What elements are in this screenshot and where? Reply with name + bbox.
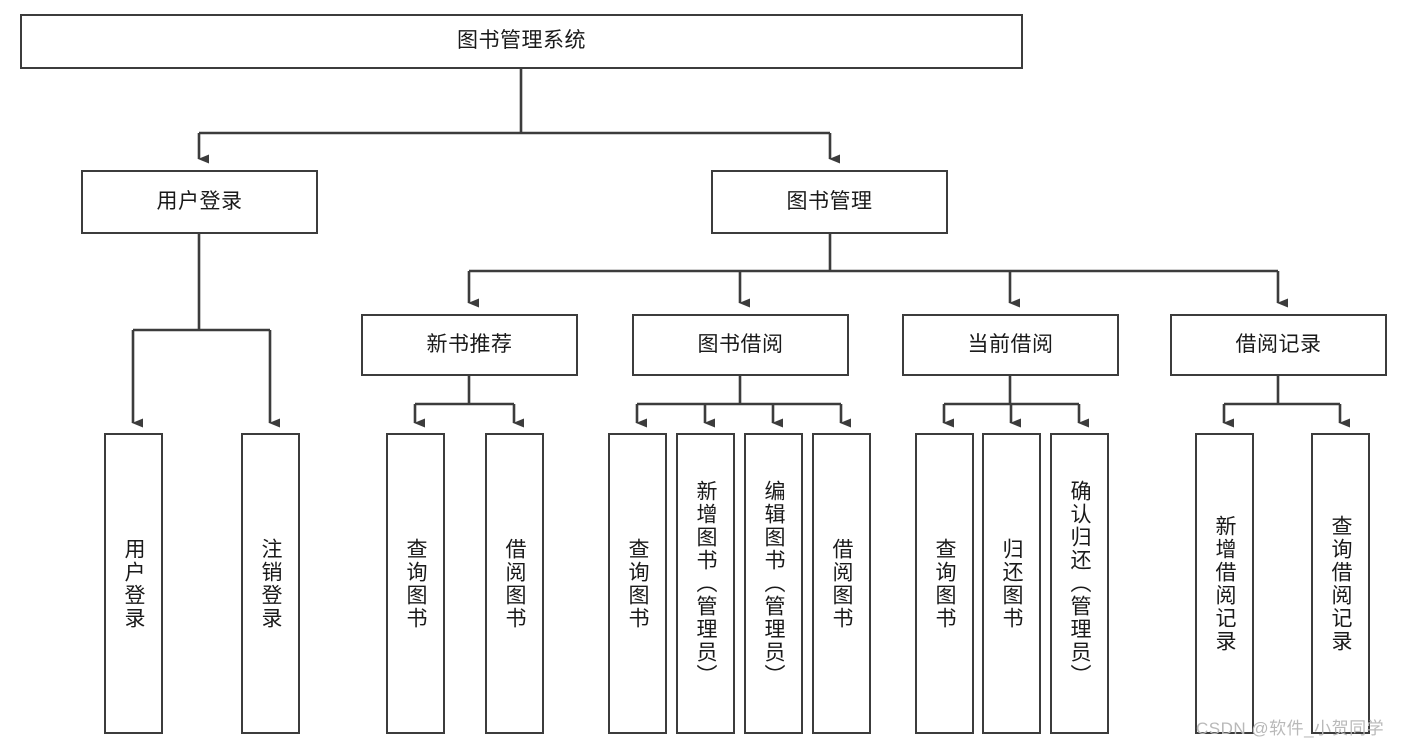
node-leaf-query-book-1[interactable]: 查询图书	[386, 433, 445, 734]
node-leaf-edit-book-label: 编辑图书（管理员）	[762, 480, 785, 687]
node-borrow-record[interactable]: 借阅记录	[1170, 314, 1387, 376]
node-new-book-rec[interactable]: 新书推荐	[361, 314, 578, 376]
node-leaf-return-book-label: 归还图书	[1000, 537, 1023, 630]
node-root-label: 图书管理系统	[457, 29, 586, 53]
node-user-login-label: 用户登录	[156, 189, 243, 213]
node-leaf-query-book-2-label: 查询图书	[626, 537, 649, 630]
node-leaf-user-login-label: 用户登录	[122, 537, 145, 630]
node-leaf-user-login[interactable]: 用户登录	[104, 433, 163, 734]
node-leaf-query-record-label: 查询借阅记录	[1329, 514, 1352, 653]
node-leaf-query-record[interactable]: 查询借阅记录	[1311, 433, 1370, 734]
node-leaf-add-record-label: 新增借阅记录	[1213, 514, 1236, 653]
node-leaf-borrow-book-2[interactable]: 借阅图书	[812, 433, 871, 734]
node-leaf-edit-book[interactable]: 编辑图书（管理员）	[744, 433, 803, 734]
node-leaf-confirm-return[interactable]: 确认归还（管理员）	[1050, 433, 1109, 734]
node-current-borrow[interactable]: 当前借阅	[902, 314, 1119, 376]
node-leaf-query-book-1-label: 查询图书	[404, 537, 427, 630]
node-user-login[interactable]: 用户登录	[81, 170, 318, 234]
node-root[interactable]: 图书管理系统	[20, 14, 1023, 69]
node-current-borrow-label: 当前借阅	[967, 332, 1054, 356]
node-book-borrow-label: 图书借阅	[697, 332, 784, 356]
node-leaf-query-book-2[interactable]: 查询图书	[608, 433, 667, 734]
node-leaf-borrow-book-1[interactable]: 借阅图书	[485, 433, 544, 734]
node-leaf-add-record[interactable]: 新增借阅记录	[1195, 433, 1254, 734]
node-leaf-add-book-label: 新增图书（管理员）	[694, 480, 717, 687]
node-leaf-query-book-3[interactable]: 查询图书	[915, 433, 974, 734]
node-borrow-record-label: 借阅记录	[1235, 332, 1322, 356]
node-leaf-borrow-book-1-label: 借阅图书	[503, 537, 526, 630]
node-leaf-user-logout[interactable]: 注销登录	[241, 433, 300, 734]
node-book-manage[interactable]: 图书管理	[711, 170, 948, 234]
node-book-manage-label: 图书管理	[786, 189, 873, 213]
node-book-borrow[interactable]: 图书借阅	[632, 314, 849, 376]
node-leaf-user-logout-label: 注销登录	[259, 537, 282, 630]
node-new-book-rec-label: 新书推荐	[426, 332, 513, 356]
node-leaf-add-book[interactable]: 新增图书（管理员）	[676, 433, 735, 734]
node-leaf-return-book[interactable]: 归还图书	[982, 433, 1041, 734]
node-leaf-borrow-book-2-label: 借阅图书	[830, 537, 853, 630]
node-leaf-confirm-return-label: 确认归还（管理员）	[1068, 480, 1091, 687]
node-leaf-query-book-3-label: 查询图书	[933, 537, 956, 630]
